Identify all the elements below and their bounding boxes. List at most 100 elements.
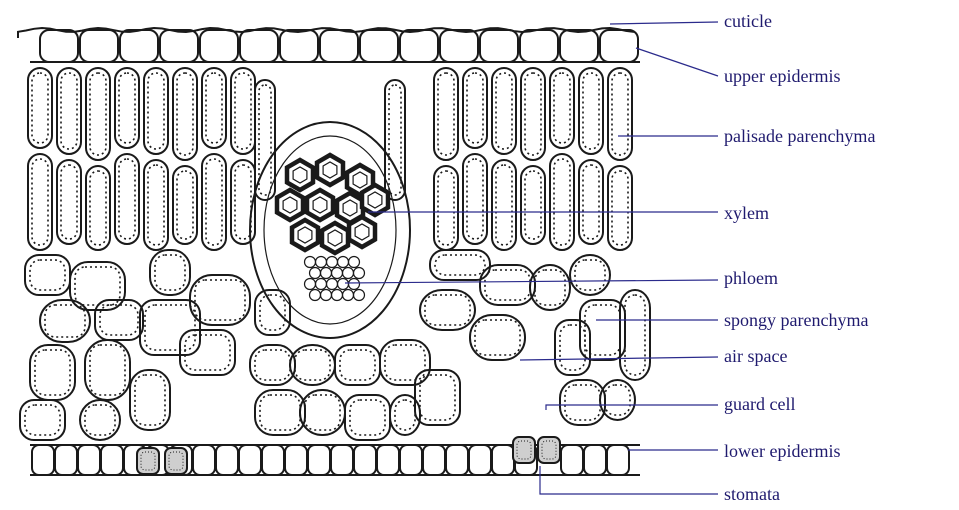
spongy-cell [25, 255, 70, 295]
palisade-chloroplasts [177, 171, 193, 239]
lower-epidermis-cell [193, 445, 215, 475]
label-guard-cell: guard cell [724, 394, 795, 414]
spongy-chloroplasts [295, 350, 330, 380]
phloem-cell [321, 268, 332, 279]
spongy-chloroplasts [625, 295, 645, 375]
label-xylem: xylem [724, 203, 769, 223]
lower-epidermis-cell [469, 445, 491, 475]
spongy-cell [300, 390, 345, 435]
phloem-cell [332, 290, 343, 301]
palisade-chloroplasts [119, 73, 135, 143]
spongy-chloroplasts [605, 385, 630, 415]
spongy-cell [130, 370, 170, 430]
phloem-cell [349, 257, 360, 268]
label-lower-epidermis: lower epidermis [724, 441, 840, 461]
spongy-chloroplasts [565, 385, 600, 420]
label-cuticle: cuticle [724, 11, 772, 31]
upper-epidermis-cell [40, 30, 78, 62]
palisade-chloroplasts [235, 165, 251, 239]
upper-epidermis-cell [600, 30, 638, 62]
palisade-chloroplasts [32, 159, 48, 245]
upper-epidermis-cell [160, 30, 198, 62]
palisade-chloroplasts [206, 159, 222, 245]
palisade-chloroplasts [496, 165, 512, 245]
palisade-chloroplasts [235, 73, 251, 149]
spongy-chloroplasts [560, 325, 585, 370]
spongy-chloroplasts [535, 270, 565, 305]
phloem-cell [332, 268, 343, 279]
lower-epidermis-cell [584, 445, 606, 475]
spongy-cell [335, 345, 380, 385]
palisade-chloroplasts [259, 85, 271, 195]
lower-epidermis-cell [239, 445, 261, 475]
lower-epidermis-cell [55, 445, 77, 475]
spongy-chloroplasts [425, 295, 470, 325]
upper-epidermis-cell [360, 30, 398, 62]
leader-cuticle [610, 22, 718, 24]
palisade-chloroplasts [90, 171, 106, 245]
spongy-chloroplasts [420, 375, 455, 420]
palisade-cell [492, 68, 516, 154]
spongy-cell [345, 395, 390, 440]
label-stomata: stomata [724, 484, 780, 504]
spongy-chloroplasts [395, 400, 415, 430]
upper-epidermis-cell [200, 30, 238, 62]
palisade-chloroplasts [525, 171, 541, 239]
palisade-chloroplasts [467, 159, 483, 239]
phloem-cell [327, 257, 338, 268]
spongy-chloroplasts [305, 395, 340, 430]
palisade-chloroplasts [148, 165, 164, 245]
phloem-cell [321, 290, 332, 301]
palisade-chloroplasts [206, 73, 222, 143]
palisade-chloroplasts [612, 73, 628, 155]
palisade-chloroplasts [389, 85, 401, 195]
xylem-vessel [287, 160, 313, 190]
upper-epidermis-cell [480, 30, 518, 62]
phloem-cell [343, 268, 354, 279]
spongy-cell [290, 345, 335, 385]
spongy-chloroplasts [135, 375, 165, 425]
phloem-cell [316, 279, 327, 290]
palisade-chloroplasts [90, 73, 106, 155]
spongy-chloroplasts [145, 305, 195, 350]
phloem-cell [338, 257, 349, 268]
phloem-cell [338, 279, 349, 290]
palisade-cell [57, 68, 81, 154]
palisade-chloroplasts [438, 73, 454, 155]
spongy-cell [415, 370, 460, 425]
upper-epidermis-cell [440, 30, 478, 62]
spongy-chloroplasts [435, 255, 485, 275]
spongy-cell [20, 400, 65, 440]
palisade-cell [579, 68, 603, 154]
label-palisade-parenchyma: palisade parenchyma [724, 126, 875, 146]
palisade-chloroplasts [438, 171, 454, 245]
spongy-chloroplasts [260, 295, 285, 330]
palisade-chloroplasts [467, 73, 483, 143]
palisade-cell [231, 68, 255, 154]
lower-epidermis-cell [216, 445, 238, 475]
label-air-space: air space [724, 346, 787, 366]
phloem-cell [327, 279, 338, 290]
spongy-cell [40, 300, 90, 342]
palisade-chloroplasts [583, 73, 599, 149]
lower-epidermis-cell [446, 445, 468, 475]
spongy-cell [555, 320, 590, 375]
label-spongy-parenchyma: spongy parenchyma [724, 310, 868, 330]
spongy-chloroplasts [485, 270, 530, 300]
phloem-cell [354, 268, 365, 279]
label-upper-epidermis: upper epidermis [724, 66, 840, 86]
spongy-cell [570, 255, 610, 295]
spongy-chloroplasts [90, 345, 125, 395]
lower-epidermis-cell [32, 445, 54, 475]
spongy-chloroplasts [35, 350, 70, 395]
palisade-chloroplasts [119, 159, 135, 239]
palisade-chloroplasts [61, 73, 77, 149]
spongy-chloroplasts [195, 280, 245, 320]
spongy-chloroplasts [30, 260, 65, 290]
lower-epidermis-cell [423, 445, 445, 475]
xylem-vessel [307, 190, 333, 220]
palisade-chloroplasts [496, 73, 512, 149]
leader-upper-epidermis [636, 48, 718, 76]
palisade-chloroplasts [612, 171, 628, 245]
